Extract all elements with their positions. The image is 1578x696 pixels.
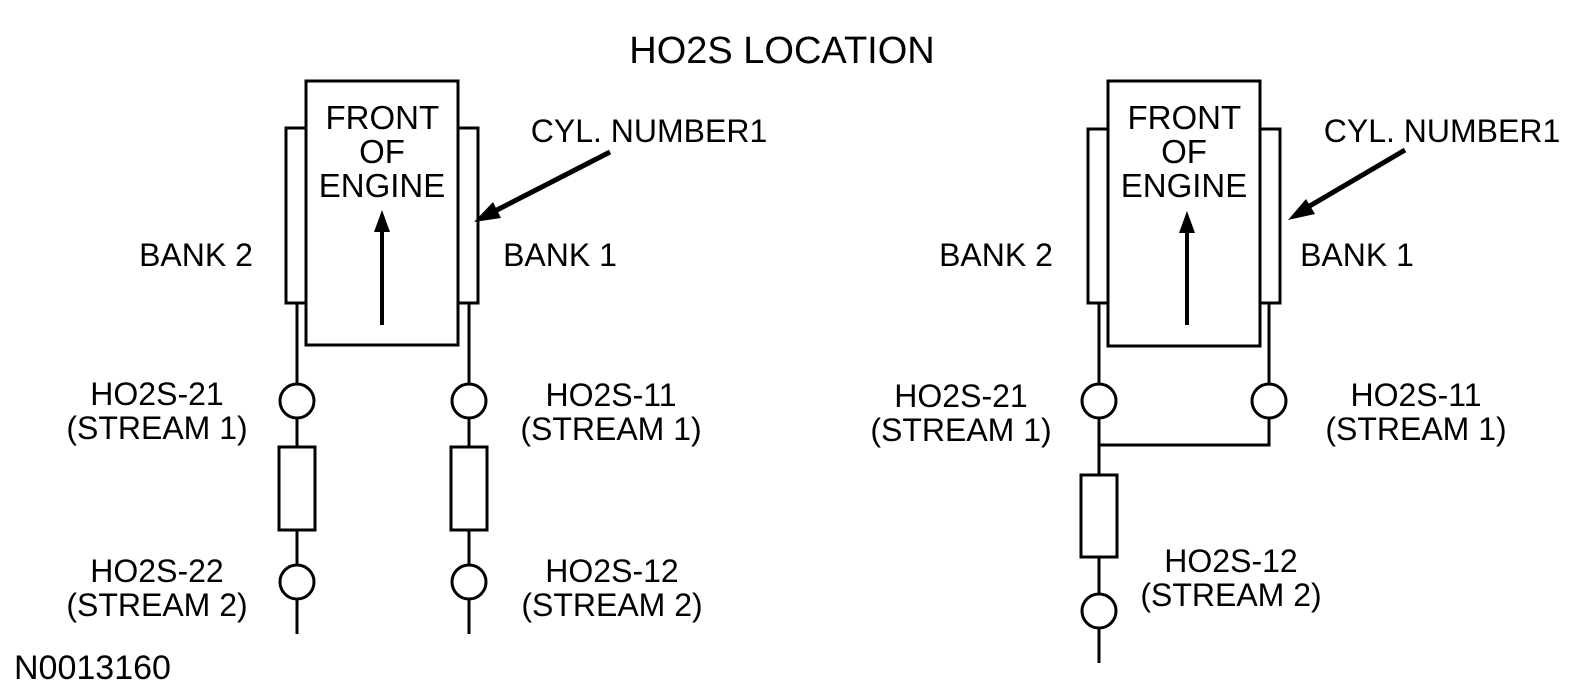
page-title: HO2S LOCATION <box>629 30 935 72</box>
left-ho2s11-name: HO2S-11 <box>545 377 677 413</box>
right-ho2s12-name: HO2S-12 <box>1164 543 1298 579</box>
right-ho2s11-label: HO2S-11 (STREAM 1) <box>1301 378 1531 446</box>
left-ho2s22-stream: (STREAM 2) <box>66 587 248 623</box>
left-cyl-number-arrow-head <box>474 202 501 222</box>
right-front-line1: FRONT <box>1127 99 1241 136</box>
left-front-arrow-head <box>374 210 390 232</box>
right-ho2s12-sensor-circle <box>1080 592 1118 630</box>
left-bank2-label: BANK 2 <box>139 237 253 273</box>
left-ho2s12-sensor-circle <box>450 563 488 601</box>
right-ho2s21-stream: (STREAM 1) <box>870 412 1052 448</box>
left-front-line2: OF <box>359 133 405 170</box>
right-ho2s12-stream: (STREAM 2) <box>1140 577 1322 613</box>
left-ho2s12-stream: (STREAM 2) <box>521 587 703 623</box>
left-ho2s11-sensor-circle <box>450 382 488 420</box>
right-bank1-manifold-rect <box>1258 127 1282 305</box>
left-bank1-manifold-rect <box>456 126 480 305</box>
right-catalyst-rect <box>1079 473 1119 559</box>
right-front-arrow-head <box>1179 211 1195 233</box>
right-ho2s11-sensor-circle <box>1250 382 1288 420</box>
right-ho2s12-label: HO2S-12 (STREAM 2) <box>1116 544 1346 612</box>
left-bank2-manifold-rect <box>284 126 308 305</box>
right-ho2s21-label: HO2S-21 (STREAM 1) <box>846 379 1076 447</box>
left-front-line1: FRONT <box>325 99 439 136</box>
right-front-line3: ENGINE <box>1120 167 1248 204</box>
left-ho2s11-stream: (STREAM 1) <box>520 411 702 447</box>
left-cyl-number-label: CYL. NUMBER1 <box>530 113 768 149</box>
right-cyl-number-arrow-shaft <box>1306 147 1407 210</box>
left-ho2s12-label: HO2S-12 (STREAM 2) <box>497 554 727 622</box>
right-front-line2: OF <box>1161 133 1207 170</box>
right-ho2s11-stream: (STREAM 1) <box>1325 411 1507 447</box>
left-ho2s11-label: HO2S-11 (STREAM 1) <box>496 378 726 446</box>
right-cyl-number-arrow-head <box>1288 199 1315 220</box>
left-ho2s22-label: HO2S-22 (STREAM 2) <box>42 554 272 622</box>
left-ho2s22-sensor-circle <box>278 563 316 601</box>
left-ho2s12-name: HO2S-12 <box>545 553 679 589</box>
right-engine-outline <box>1106 79 1262 348</box>
left-ho2s21-label: HO2S-21 (STREAM 1) <box>42 377 272 445</box>
right-bank2-manifold-rect <box>1086 127 1110 305</box>
figure-number: N0013160 <box>14 649 171 687</box>
left-ho2s21-stream: (STREAM 1) <box>66 410 248 446</box>
left-bank1-catalyst-rect <box>449 445 489 532</box>
right-cyl-number-label: CYL. NUMBER1 <box>1323 113 1561 149</box>
left-ho2s22-name: HO2S-22 <box>90 553 224 589</box>
right-bank1-label: BANK 1 <box>1300 237 1414 273</box>
left-ho2s21-name: HO2S-21 <box>90 376 224 412</box>
left-cyl-number-arrow-shaft <box>493 149 612 214</box>
left-front-of-engine-label: FRONT OF ENGINE <box>306 101 458 203</box>
right-ho2s21-name: HO2S-21 <box>894 378 1028 414</box>
right-front-of-engine-label: FRONT OF ENGINE <box>1108 101 1260 203</box>
left-ho2s21-sensor-circle <box>278 382 316 420</box>
left-bank1-label: BANK 1 <box>503 237 617 273</box>
left-bank2-catalyst-rect <box>277 445 317 532</box>
left-front-line3: ENGINE <box>318 167 446 204</box>
right-ho2s11-name: HO2S-11 <box>1350 377 1482 413</box>
right-ho2s21-sensor-circle <box>1080 382 1118 420</box>
right-bank2-label: BANK 2 <box>939 237 1053 273</box>
